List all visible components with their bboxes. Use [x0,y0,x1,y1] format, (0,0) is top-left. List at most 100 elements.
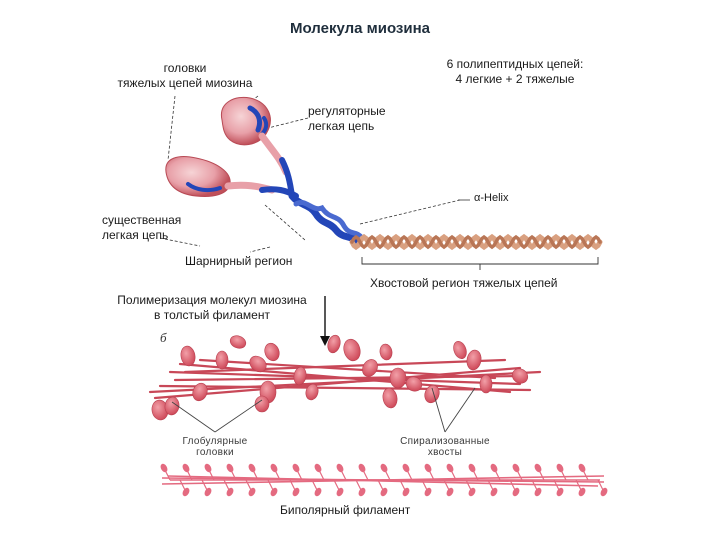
label-essential-line1: существенная [102,213,182,227]
bipolar-head [534,487,542,497]
bipolar-head [292,463,300,473]
filament-head [389,367,407,389]
label-regulatory-light-chain: регуляторные легкая цепь [308,104,386,134]
bipolar-head [204,487,212,497]
bipolar-head [292,487,300,497]
bipolar-backbone [161,475,605,487]
bipolar-head [424,487,432,497]
label-essential-line2: легкая цепь [102,228,169,242]
bipolar-head [358,463,366,473]
label-globular-heads-line2: головки [196,447,234,458]
label-spiral-tails-line2: хвосты [428,447,462,458]
tail-bracket [361,257,599,270]
label-chains-line1: 6 полипептидных цепей: [446,57,584,71]
filament-heads [151,334,529,421]
bipolar-head [336,487,344,497]
filament-leader-lines [171,387,476,433]
bipolar-head [248,487,256,497]
bipolar-head [248,463,256,473]
filament-tail-strand [178,362,512,394]
label-tail-region: Хвостовой регион тяжелых цепей [370,276,558,290]
bipolar-head [182,463,190,473]
bipolar-head [160,463,168,473]
filament-tails [148,358,542,400]
filament-tail-strand [183,358,507,374]
bipolar-head [556,487,564,497]
filament-head [305,383,319,401]
tail-alpha-helix [349,233,603,251]
bipolar-head [402,487,410,497]
bipolar-head [600,487,608,497]
bipolar-head [468,487,476,497]
bipolar-head [556,463,564,473]
filament-head [379,343,393,361]
thick-filament [148,334,542,421]
filament-tail-strand [158,384,532,392]
bipolar-head [534,463,542,473]
bipolar-head [380,487,388,497]
label-spiral-tails-line1: Спирализованные [400,436,490,447]
filament-head [511,368,529,384]
filament-head [362,359,378,377]
bipolar-head [490,463,498,473]
label-heavy-heads: головки тяжелых цепей миозина [100,61,270,91]
bipolar-head [358,487,366,497]
filament-head [466,349,482,371]
filament-tail-strand [198,358,497,380]
label-hinge-region: Шарнирный регион [185,254,293,268]
filament-head [264,342,280,362]
panel-b-label: б [160,330,167,345]
bipolar-head [270,487,278,497]
label-alpha-helix: α-Helix [474,192,509,204]
bipolar-filament [160,463,608,497]
bipolar-head [468,463,476,473]
filament-head [192,382,208,402]
label-regulatory-line2: легкая цепь [308,119,375,133]
label-polypeptide-chains: 6 полипептидных цепей: 4 легкие + 2 тяже… [415,57,615,87]
hinge-coil [288,192,365,244]
label-heavy-heads-line2: тяжелых цепей миозина [117,76,253,90]
bipolar-head [314,463,322,473]
bipolar-head [336,463,344,473]
filament-head [180,345,196,367]
bipolar-head [380,463,388,473]
page-title: Молекула миозина [289,20,430,37]
myosin-necks [224,132,299,199]
filament-tail-strand [153,366,522,400]
label-polymerization: Полимеризация молекул миозина в толстый … [92,293,332,323]
polymerization-arrow [320,296,330,346]
myosin-head-lower [165,156,231,197]
filament-head [229,335,247,349]
bipolar-head [182,487,190,497]
filament-head [405,376,423,392]
filament-head [453,340,467,360]
label-polymerization-line1: Полимеризация молекул миозина [117,293,307,307]
bipolar-head [512,487,520,497]
filament-head [327,334,341,354]
myosin-head-upper [220,96,271,146]
bipolar-head [578,463,586,473]
filament-head [254,395,270,413]
bipolar-head [446,487,454,497]
bipolar-head [512,463,520,473]
bipolar-head [226,487,234,497]
bipolar-strand [167,475,599,487]
filament-head [293,366,307,386]
bipolar-head [490,487,498,497]
filament-head [343,338,361,362]
filament-head [382,387,398,409]
label-globular-heads-line1: Глобулярные [182,435,247,447]
bipolar-head [270,463,278,473]
label-essential-light-chain: существенная легкая цепь [102,213,181,243]
bipolar-head [226,463,234,473]
bipolar-head [314,487,322,497]
filament-head [249,355,267,373]
bipolar-head [446,463,454,473]
bipolar-head [424,463,432,473]
bipolar-head [402,463,410,473]
label-regulatory-line1: регуляторные [308,104,386,118]
filament-head [424,384,440,404]
bipolar-heads [160,463,608,497]
label-chains-line2: 4 легкие + 2 тяжелые [455,72,575,86]
